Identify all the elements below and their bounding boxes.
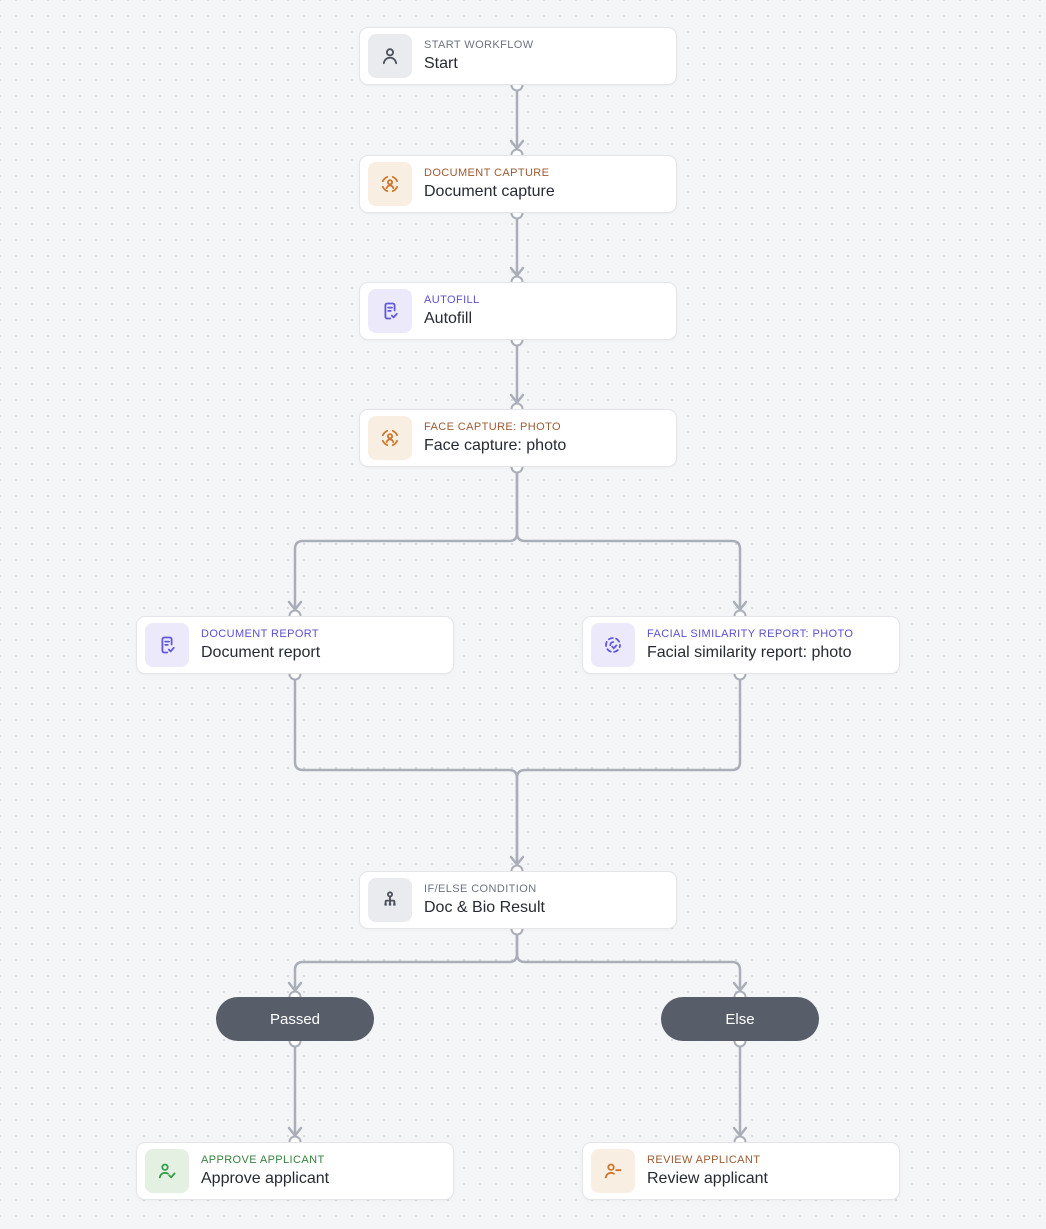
node-title: Approve applicant	[201, 1170, 330, 1187]
node-title: Start	[424, 55, 458, 72]
node-title: Document report	[201, 644, 321, 661]
face-capture-icon	[368, 162, 412, 206]
face-capture-icon	[368, 416, 412, 460]
node-autofill[interactable]: AUTOFILL Autofill	[359, 282, 677, 340]
node-type-label: DOCUMENT CAPTURE	[424, 166, 550, 179]
edge-document-report-to-if-else	[293, 678, 519, 866]
node-facial-similarity-report-photo[interactable]: FACIAL SIMILARITY REPORT: PHOTO Facial s…	[582, 616, 900, 674]
arrowhead-icon	[287, 981, 303, 992]
arrowhead-icon	[287, 600, 303, 611]
edge-face-capture-to-document-report	[293, 471, 519, 611]
arrowhead-icon	[732, 1126, 748, 1137]
arrowhead-icon	[287, 1126, 303, 1137]
node-document-capture[interactable]: DOCUMENT CAPTURE Document capture	[359, 155, 677, 213]
arrowhead-icon	[509, 393, 525, 404]
edge-facial-similarity-to-if-else	[515, 678, 742, 866]
node-type-label: APPROVE APPLICANT	[201, 1153, 325, 1166]
document-check-icon	[145, 623, 189, 667]
node-approve-applicant[interactable]: APPROVE APPLICANT Approve applicant	[136, 1142, 454, 1200]
branch-icon	[368, 878, 412, 922]
node-start-workflow[interactable]: START WORKFLOW Start	[359, 27, 677, 85]
node-review-applicant[interactable]: REVIEW APPLICANT Review applicant	[582, 1142, 900, 1200]
person-check-icon	[145, 1149, 189, 1193]
document-check-icon	[368, 289, 412, 333]
node-type-label: REVIEW APPLICANT	[647, 1153, 761, 1166]
arrowhead-icon	[732, 600, 748, 611]
arrowhead-icon	[732, 981, 748, 992]
face-scan-check-icon	[591, 623, 635, 667]
node-type-label: FACIAL SIMILARITY REPORT: PHOTO	[647, 627, 854, 640]
node-title: Autofill	[424, 310, 473, 327]
node-document-report[interactable]: DOCUMENT REPORT Document report	[136, 616, 454, 674]
node-if-else-condition[interactable]: IF/ELSE CONDITION Doc & Bio Result	[359, 871, 677, 929]
edge-if-else-to-else	[515, 933, 742, 992]
arrowhead-icon	[509, 139, 525, 150]
branch-pill-label: Passed	[269, 1010, 321, 1028]
node-title: Face capture: photo	[424, 437, 567, 454]
node-type-label: FACE CAPTURE: PHOTO	[424, 420, 561, 433]
arrowhead-icon	[509, 266, 525, 277]
node-title: Document capture	[424, 183, 555, 200]
branch-pill-passed[interactable]: Passed	[216, 997, 374, 1041]
node-face-capture-photo[interactable]: FACE CAPTURE: PHOTO Face capture: photo	[359, 409, 677, 467]
person-dash-icon	[591, 1149, 635, 1193]
edge-if-else-to-passed	[293, 933, 519, 992]
node-type-label: DOCUMENT REPORT	[201, 627, 320, 640]
edge-face-capture-to-facial-similarity	[515, 471, 742, 611]
node-type-label: START WORKFLOW	[424, 38, 534, 51]
arrowhead-icon	[509, 855, 525, 866]
branch-pill-label: Else	[725, 1010, 755, 1028]
node-title: Doc & Bio Result	[424, 899, 545, 916]
node-type-label: IF/ELSE CONDITION	[424, 882, 537, 895]
person-icon	[368, 34, 412, 78]
node-title: Review applicant	[647, 1170, 768, 1187]
node-type-label: AUTOFILL	[424, 293, 480, 306]
branch-pill-else[interactable]: Else	[661, 997, 819, 1041]
node-title: Facial similarity report: photo	[647, 644, 852, 661]
